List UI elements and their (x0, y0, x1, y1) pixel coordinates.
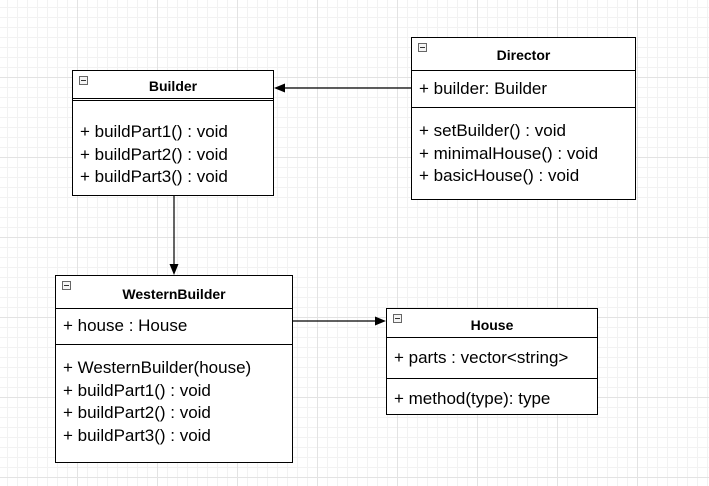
arrow-builder-to-westernbuilder[interactable] (169, 196, 179, 275)
arrow-westernbuilder-to-house[interactable] (293, 316, 386, 326)
method: + buildPart1() : void (63, 380, 211, 400)
class-name: Director (496, 47, 551, 63)
collapse-icon[interactable] (393, 314, 402, 323)
collapse-icon[interactable] (62, 281, 71, 290)
method: + WesternBuilder(house) (63, 358, 252, 377)
class-name: WesternBuilder (122, 286, 226, 302)
method: + buildPart1() : void (80, 122, 228, 141)
method: + basicHouse() : void (419, 166, 580, 185)
attributes-section: + parts : vector<string> (387, 338, 597, 379)
method: + minimalHouse() : void (419, 143, 599, 163)
class-builder[interactable]: Builder + buildPart1() : void + buildPar… (72, 70, 274, 196)
method: + buildPart2() : void (63, 403, 211, 422)
class-house[interactable]: House + parts : vector<string> + method(… (386, 308, 598, 415)
class-header[interactable]: Director (412, 38, 635, 71)
methods-section: + method(type): type (387, 379, 597, 411)
class-name: Builder (148, 78, 198, 94)
class-header[interactable]: Builder (73, 71, 273, 101)
class-director[interactable]: Director + builder: Builder + setBuilder… (411, 37, 636, 200)
class-header[interactable]: House (387, 309, 597, 338)
method: + buildPart3() : void (63, 425, 211, 445)
method: + buildPart2() : void (80, 144, 228, 164)
methods-section: + WesternBuilder(house) + buildPart1() :… (56, 345, 292, 447)
attribute: + house : House (63, 316, 188, 335)
attributes-section: + house : House (56, 309, 292, 345)
class-header[interactable]: WesternBuilder (56, 276, 292, 309)
method: + method(type): type (394, 389, 551, 408)
methods-section: + buildPart1() : void + buildPart2() : v… (73, 101, 273, 189)
methods-section: + setBuilder() : void + minimalHouse() :… (412, 108, 635, 188)
class-name: House (470, 317, 514, 333)
attribute: + builder: Builder (419, 79, 548, 98)
attributes-section: + builder: Builder (412, 71, 635, 108)
method: + buildPart3() : void (80, 167, 228, 186)
method: + setBuilder() : void (419, 121, 566, 140)
attribute: + parts : vector<string> (394, 348, 569, 367)
collapse-icon[interactable] (418, 43, 427, 52)
collapse-icon[interactable] (79, 76, 88, 85)
class-westernbuilder[interactable]: WesternBuilder + house : House + Western… (55, 275, 293, 463)
arrow-director-to-builder[interactable] (274, 83, 411, 93)
